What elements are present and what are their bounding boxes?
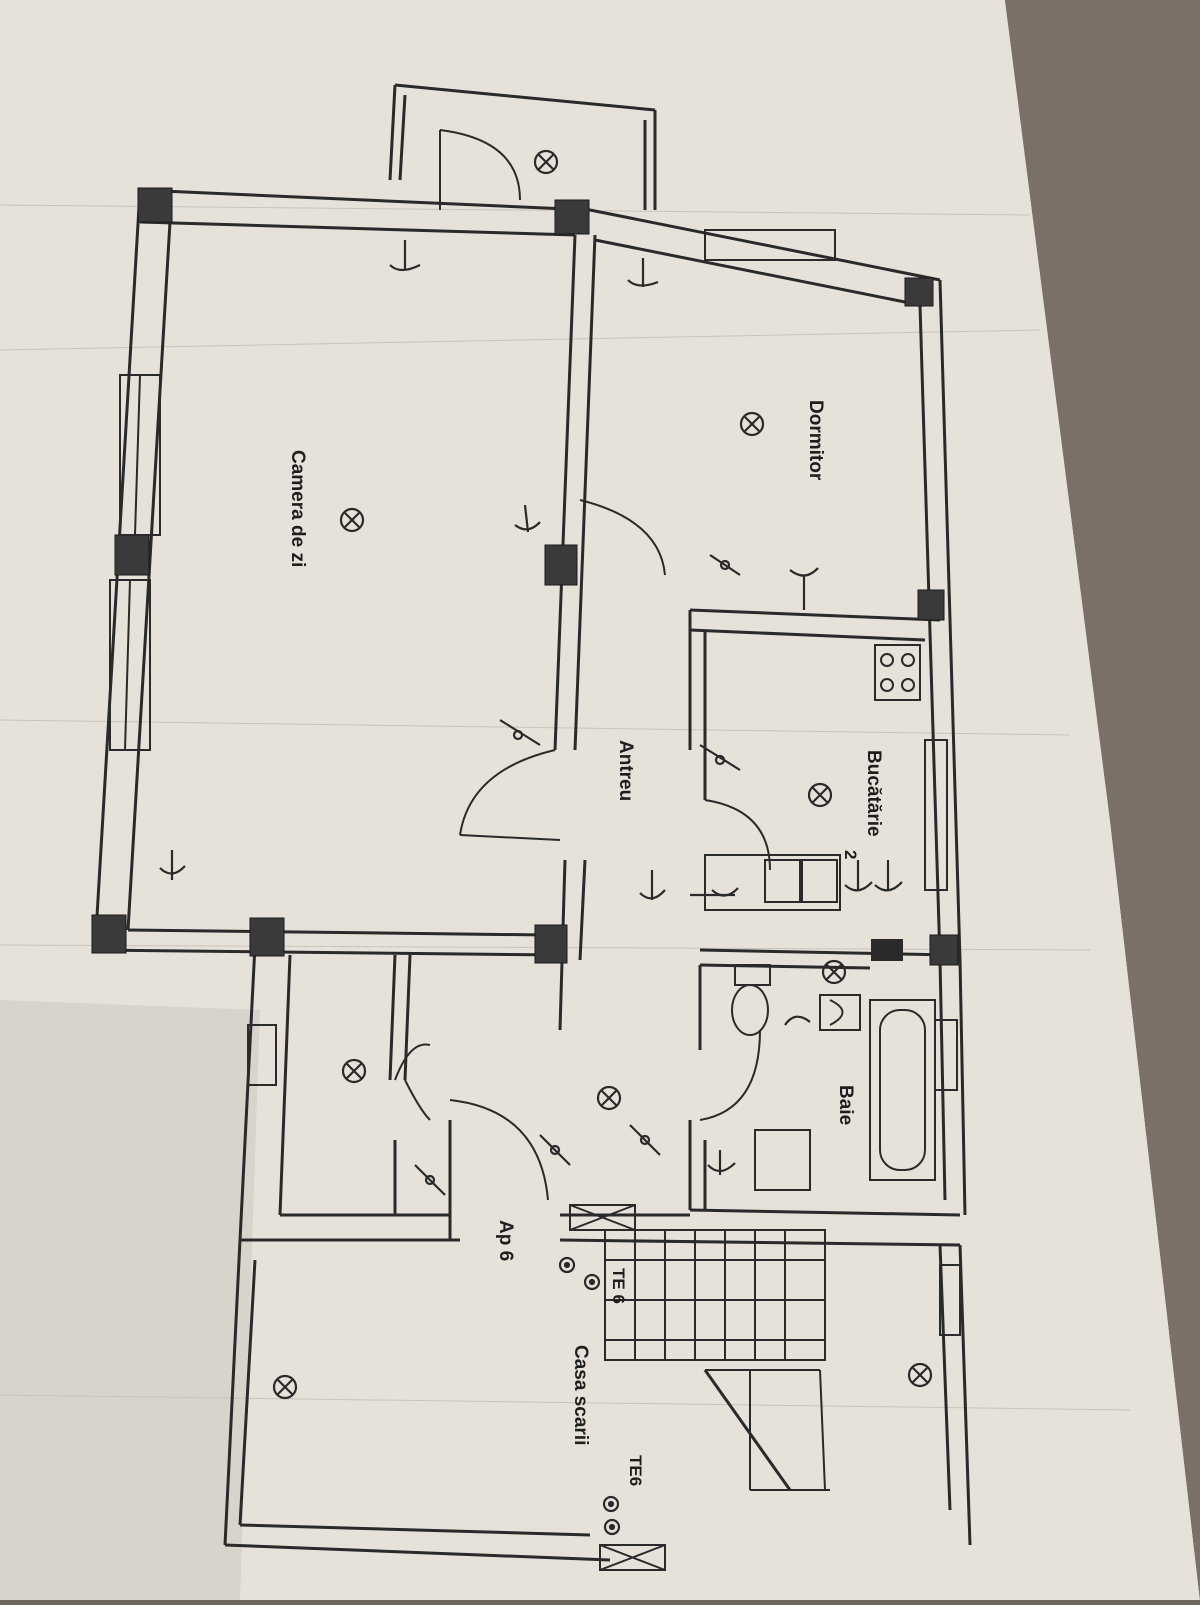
panel-marker-icon (558, 1256, 576, 1274)
switch-icon (499, 719, 541, 746)
windows (109, 229, 961, 1336)
socket-icon (707, 1150, 736, 1175)
bathtub-icon (869, 999, 936, 1181)
toilet-icon (731, 964, 771, 1036)
room-label-baie: Baie (835, 1085, 856, 1125)
room-label-camera-de-zi: Camera de zi (287, 450, 308, 567)
doors (394, 129, 771, 1201)
panel-marker-icon (602, 1495, 620, 1513)
switch-icon (699, 744, 741, 771)
socket-icon (639, 870, 666, 900)
electrical-symbols (159, 149, 933, 1536)
socket-icon (844, 860, 873, 892)
shower-tray-icon (754, 1129, 811, 1191)
socket-icon (514, 504, 541, 533)
socket-icon (627, 258, 659, 287)
ceiling-light-icon (596, 1085, 622, 1111)
ceiling-light-icon (533, 149, 559, 175)
staircase (604, 1229, 830, 1491)
shaft-box (569, 1204, 636, 1231)
sink-icon (704, 854, 841, 911)
switch-icon (629, 1124, 661, 1156)
panel-label-te6-lower: TE6 (626, 1455, 645, 1486)
room-label-antreu: Antreu (615, 740, 636, 801)
ceiling-light-icon (272, 1374, 298, 1400)
washbasin-icon (819, 994, 861, 1031)
structural-columns (91, 187, 959, 966)
socket-icon (389, 240, 421, 272)
socket-icon (874, 860, 903, 892)
ceiling-light-icon (821, 959, 847, 985)
socket-icon (789, 567, 819, 610)
room-label-dormitor: Dormitor (805, 400, 826, 481)
panel-label-te6-upper: TE 6 (609, 1268, 628, 1304)
ceiling-light-icon (907, 1362, 933, 1388)
socket-count-label: 2 (841, 850, 860, 859)
switch-icon (709, 554, 741, 576)
fixtures (569, 644, 936, 1571)
shaft-box-lower (599, 1544, 666, 1571)
socket-icon (690, 887, 739, 897)
switch-icon (414, 1164, 446, 1196)
ceiling-light-icon (339, 507, 365, 533)
stove-icon (874, 644, 921, 701)
distribution-board-icon (871, 939, 903, 961)
room-label-ap-6: Ap 6 (495, 1220, 516, 1261)
ceiling-light-icon (341, 1058, 367, 1084)
socket-icon (159, 850, 186, 880)
ceiling-light-icon (807, 782, 833, 808)
room-label-bucatarie: Bucătărie (863, 750, 884, 837)
room-labels: Camera de zi Dormitor Antreu Bucătărie B… (287, 400, 884, 1486)
room-label-casa-scarii: Casa scarii (570, 1345, 591, 1445)
panel-marker-icon (583, 1273, 601, 1291)
ceiling-light-icon (739, 411, 765, 437)
panel-marker-icon (603, 1518, 621, 1536)
socket-icon (784, 1015, 811, 1026)
switch-icon (539, 1134, 571, 1166)
